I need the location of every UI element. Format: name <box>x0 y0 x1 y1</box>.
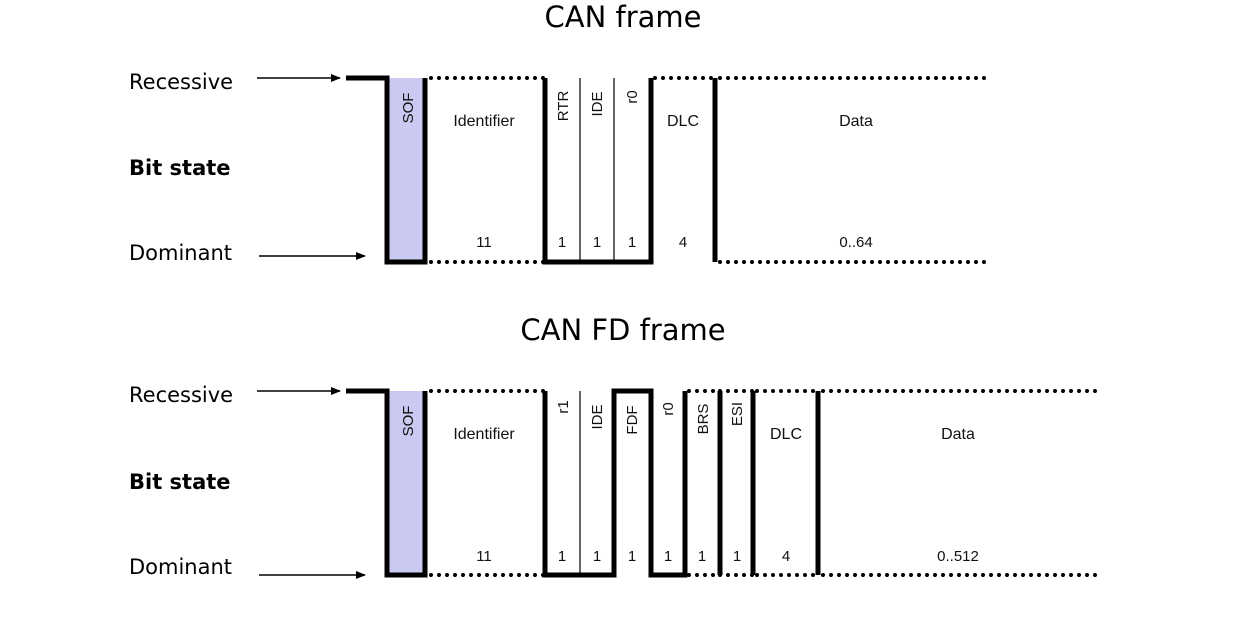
control-signal <box>542 388 688 578</box>
field-size-brs: 1 <box>698 548 706 565</box>
field-size-identifier: 11 <box>476 548 492 565</box>
sof-signal <box>346 388 428 578</box>
dominant-label: Dominant <box>129 555 232 579</box>
recessive-label: Recessive <box>129 70 233 94</box>
field-name-esi: ESI <box>729 402 746 426</box>
field-size-dlc: 4 <box>679 234 687 251</box>
bit-state-label: Bit state <box>129 156 231 180</box>
field-size-ide: 1 <box>593 548 601 565</box>
field-name-ide: IDE <box>589 91 606 116</box>
field-size-identifier: 11 <box>476 234 492 251</box>
field-name-r0: r0 <box>624 90 641 103</box>
field-size-r1: 1 <box>558 548 566 565</box>
field-size-r0: 1 <box>628 234 636 251</box>
field-size-dlc: 4 <box>782 548 790 565</box>
field-name-dlc: DLC <box>770 426 802 443</box>
field-size-data: 0..512 <box>937 548 979 565</box>
field-name-sof: SOF <box>400 406 417 437</box>
field-name-identifier: Identifier <box>453 426 515 443</box>
sof-signal <box>346 75 428 265</box>
field-size-rtr: 1 <box>558 234 566 251</box>
field-name-ide: IDE <box>589 404 606 429</box>
field-name-brs: BRS <box>695 404 712 435</box>
field-size-data: 0..64 <box>839 234 872 251</box>
dominant-label: Dominant <box>129 241 232 265</box>
field-name-sof: SOF <box>400 93 417 124</box>
can-fd-frame: CAN FD frame Recessive Bit state Dominan… <box>129 313 1100 579</box>
can-fd-frame-title: CAN FD frame <box>520 313 725 347</box>
bit-state-label: Bit state <box>129 470 231 494</box>
field-name-data: Data <box>941 426 975 443</box>
sof-field-fill <box>387 391 425 575</box>
field-size-esi: 1 <box>733 548 741 565</box>
field-name-identifier: Identifier <box>453 113 515 130</box>
recessive-label: Recessive <box>129 383 233 407</box>
field-name-rtr: RTR <box>555 91 572 122</box>
can-frame: CAN frame Recessive Bit state Dominant S… <box>129 0 994 265</box>
sof-field-fill <box>387 78 425 262</box>
field-size-fdf: 1 <box>628 548 636 565</box>
field-size-r0: 1 <box>664 548 672 565</box>
field-name-fdf: FDF <box>624 405 641 434</box>
control-signal-low <box>542 78 654 265</box>
field-size-ide: 1 <box>593 234 601 251</box>
field-name-dlc: DLC <box>667 113 699 130</box>
field-name-data: Data <box>839 113 873 130</box>
field-name-r0: r0 <box>660 402 677 415</box>
field-name-r1: r1 <box>555 400 572 413</box>
can-frame-title: CAN frame <box>545 0 702 34</box>
